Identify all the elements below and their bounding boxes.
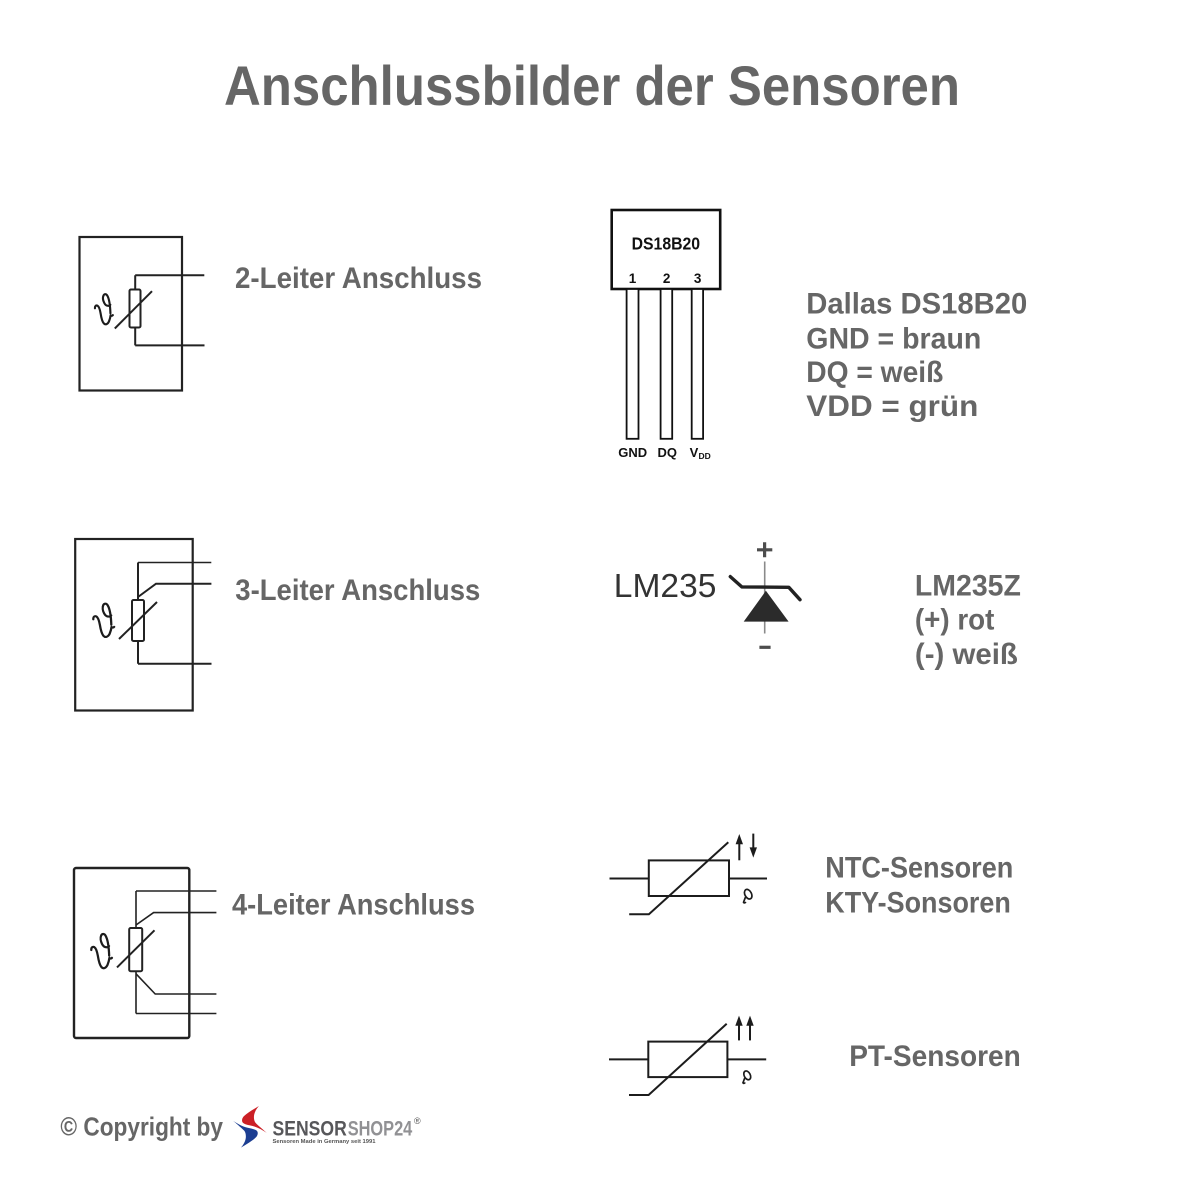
svg-text:© Copyright by: © Copyright by [60, 1112, 223, 1142]
svg-text:DD: DD [699, 451, 711, 461]
svg-text:4-Leiter Anschluss: 4-Leiter Anschluss [232, 888, 475, 921]
svg-text:3: 3 [694, 271, 702, 286]
svg-text:DS18B20: DS18B20 [632, 234, 701, 254]
svg-text:(+) rot: (+) rot [915, 604, 995, 637]
svg-text:SHOP24: SHOP24 [348, 1117, 413, 1140]
svg-text:Sensoren Made in Germany seit: Sensoren Made in Germany seit 1991 [273, 1139, 376, 1145]
svg-text:Anschlussbilder der Sensoren: Anschlussbilder der Sensoren [224, 54, 960, 117]
svg-text:GND: GND [618, 445, 647, 460]
svg-text:3-Leiter Anschluss: 3-Leiter Anschluss [235, 574, 480, 607]
svg-text:®: ® [414, 1116, 421, 1126]
svg-text:PT-Sensoren: PT-Sensoren [849, 1040, 1021, 1073]
svg-text:SENSOR: SENSOR [273, 1117, 347, 1140]
svg-text:VDD = grün: VDD = grün [806, 390, 978, 423]
svg-text:DQ: DQ [657, 445, 677, 460]
svg-text:2-Leiter Anschluss: 2-Leiter Anschluss [235, 262, 482, 295]
svg-text:LM235: LM235 [614, 567, 717, 604]
svg-text:V: V [690, 445, 699, 460]
svg-text:KTY-Sonsoren: KTY-Sonsoren [825, 886, 1011, 919]
svg-text:NTC-Sensoren: NTC-Sensoren [825, 851, 1013, 884]
svg-text:1: 1 [629, 271, 637, 286]
svg-text:Dallas DS18B20: Dallas DS18B20 [806, 287, 1027, 320]
svg-text:DQ = weiß: DQ = weiß [806, 356, 943, 389]
svg-text:GND = braun: GND = braun [806, 323, 981, 356]
svg-text:LM235Z: LM235Z [915, 570, 1021, 603]
svg-text:(-) weiß: (-) weiß [915, 638, 1018, 671]
svg-text:2: 2 [663, 271, 671, 286]
